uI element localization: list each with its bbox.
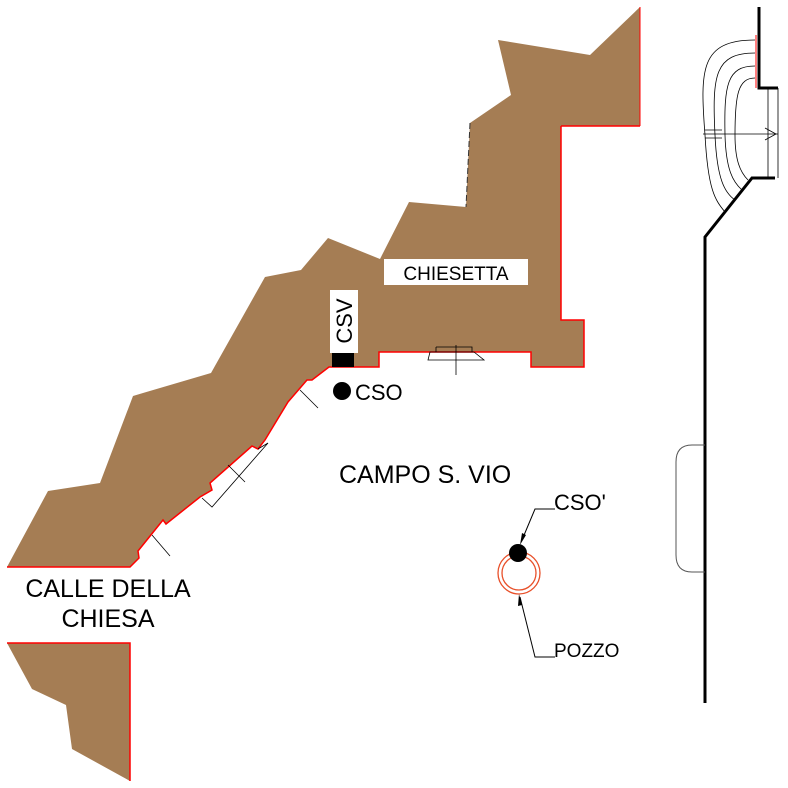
cso-prime-label: CSO' <box>554 490 606 515</box>
csv-label: CSV <box>332 298 357 344</box>
canal-edge-line <box>703 176 775 703</box>
calle-label-line2: CHIESA <box>61 605 154 633</box>
cso-label: CSO <box>355 380 403 405</box>
chiesetta-dark-edge <box>465 122 471 208</box>
calle-label-line1: CALLE DELLA <box>25 575 191 603</box>
cso-prime-marker <box>509 544 527 562</box>
chiesetta-building <box>7 7 640 567</box>
pozzo-label: POZZO <box>554 641 619 662</box>
lower-building-red-wall <box>7 642 131 781</box>
bridge-wall-line <box>757 7 778 90</box>
lower-building <box>7 643 130 781</box>
wall-marks <box>151 389 319 557</box>
cso-marker <box>333 382 351 400</box>
pozzo-leader <box>519 596 555 658</box>
leader-arrowhead <box>520 533 526 545</box>
campo-label: CAMPO S. VIO <box>339 461 511 489</box>
chiesetta-red-wall <box>7 126 585 568</box>
cso-prime-leader <box>521 508 555 541</box>
door-symbol <box>427 345 486 375</box>
chiesetta-label: CHIESETTA <box>403 264 509 285</box>
bridge-stairs <box>702 39 779 213</box>
csv-marker <box>332 353 354 367</box>
mooring-outline <box>675 444 705 573</box>
leader-arrowhead <box>518 594 522 606</box>
